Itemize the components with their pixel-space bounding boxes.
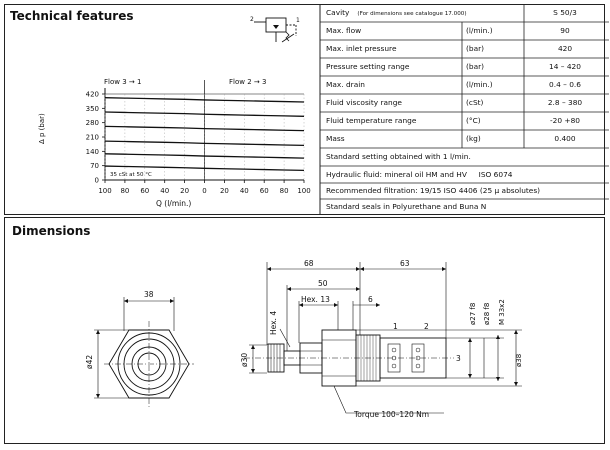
x-tick-label: 40	[240, 187, 249, 195]
spec-label: Max. inlet pressure	[326, 44, 397, 53]
spec-label: Pressure setting range	[326, 62, 410, 71]
dim-6-label: 6	[368, 295, 373, 304]
spec-table: Cavity (For dimensions see catalogue 17.0…	[320, 4, 609, 214]
x-tick-label: 80	[280, 187, 289, 195]
spec-label: Max. flow	[326, 26, 362, 35]
dim-38b-label: ø38	[515, 354, 523, 367]
spec-row-pressure-setting-range: Pressure setting range (bar) 14 – 420	[320, 58, 609, 76]
y-tick-label: 420	[86, 91, 99, 99]
note-text: Recommended filtration: 19/15 ISO 4406 (…	[326, 186, 541, 195]
flow-right-label: Flow 2 → 3	[229, 78, 266, 86]
spec-value: 420	[557, 44, 573, 53]
viscosity-note: 35 cSt at 50 °C	[110, 172, 152, 178]
spec-row-cavity: Cavity (For dimensions see catalogue 17.0…	[320, 4, 609, 22]
x-tick-label: 20	[180, 187, 189, 195]
x-tick-label: 100	[297, 187, 310, 195]
spec-row-max-inlet-pressure: Max. inlet pressure (bar) 420	[320, 40, 609, 58]
symbol-port-2: 2	[250, 16, 254, 23]
y-tick-label: 210	[86, 134, 99, 142]
hex-13-label: Hex. 13	[301, 295, 330, 304]
y-axis-label: Δ p (bar)	[38, 113, 46, 144]
spec-row-max-drain: Max. drain (l/min.) 0.4 – 0.6	[320, 76, 609, 94]
series-line-2	[104, 111, 305, 117]
note-filtration: Recommended filtration: 19/15 ISO 4406 (…	[320, 183, 609, 199]
x-tick-label: 20	[220, 187, 229, 195]
spec-row-temperature: Fluid temperature range (°C) -20 +80	[320, 112, 609, 130]
y-tick-label: 140	[86, 148, 99, 156]
note-text: Standard seals in Polyurethane and Buna …	[326, 202, 487, 211]
note-seals: Standard seals in Polyurethane and Buna …	[320, 199, 609, 214]
spec-unit: (cSt)	[466, 98, 484, 107]
y-tick-label: 0	[95, 177, 99, 185]
hex-4-label: Hex. 4	[269, 311, 278, 335]
symbol-port-1: 1	[296, 17, 300, 24]
spec-label: Max. drain	[326, 80, 365, 89]
dimensions-section: Dimensions 38 ø42 68 63 50 Hex. 13 6 Hex…	[4, 217, 605, 444]
flow-left-label: Flow 3 → 1	[104, 78, 141, 86]
spec-label: Fluid viscosity range	[326, 98, 402, 107]
spec-unit: (°C)	[466, 116, 481, 125]
spec-value: 2.8 – 380	[547, 98, 583, 107]
note-standard-setting: Standard setting obtained with 1 l/min.	[320, 148, 609, 166]
spec-label: Mass	[326, 134, 345, 143]
dim-63-label: 63	[400, 259, 410, 268]
spec-value: S 50/3	[553, 8, 577, 17]
x-tick-label: 100	[98, 187, 111, 195]
series-line-6	[104, 165, 305, 172]
spec-note: (For dimensions see catalogue 17.000)	[357, 11, 467, 17]
port-3-label: 3	[456, 354, 461, 363]
spec-row-max-flow: Max. flow (l/min.) 90	[320, 22, 609, 40]
dim-38-label: 38	[144, 290, 154, 299]
y-tick-label: 280	[86, 119, 99, 127]
port-2-label: 2	[424, 322, 429, 331]
spec-value: 90	[560, 26, 570, 35]
dimensions-title: Dimensions	[12, 224, 90, 238]
technical-section-frame	[4, 4, 605, 215]
dim-28-label: ø28 f8	[483, 303, 491, 325]
y-tick-label: 350	[86, 105, 99, 113]
note-hydraulic-fluid: Hydraulic fluid: mineral oil HM and HV I…	[320, 166, 609, 183]
spec-value: -20 +80	[549, 116, 581, 125]
note-text: Hydraulic fluid: mineral oil HM and HV I…	[326, 170, 513, 179]
spec-unit: (kg)	[466, 134, 481, 143]
series-line-1	[104, 97, 305, 103]
pressure-flow-chart: 420 350 280 210 140 70 0 100 80 60 40 20 0 20 40 60 80 1…	[38, 78, 311, 208]
dim-42-label: ø42	[85, 355, 94, 369]
series-line-3	[104, 125, 305, 132]
port-1-label: 1	[393, 322, 398, 331]
x-tick-label: 80	[120, 187, 129, 195]
spec-unit: (bar)	[466, 62, 485, 71]
dim-27-label: ø27 f8	[469, 303, 477, 325]
dim-68-label: 68	[304, 259, 314, 268]
front-view	[94, 297, 194, 407]
torque-label: Torque 100–120 Nm	[353, 410, 429, 419]
series-line-5	[104, 153, 305, 159]
x-tick-label: 60	[260, 187, 269, 195]
spec-value: 0.400	[554, 134, 576, 143]
x-tick-label: 0	[202, 187, 206, 195]
valve-symbol: 2 1	[250, 16, 300, 43]
spec-row-viscosity: Fluid viscosity range (cSt) 2.8 – 380	[320, 94, 609, 112]
x-tick-label: 60	[140, 187, 149, 195]
dim-30-label: ø30	[240, 353, 249, 367]
spec-value: 0.4 – 0.6	[549, 80, 581, 89]
spec-row-mass: Mass (kg) 0.400	[320, 130, 609, 148]
note-text: Standard setting obtained with 1 l/min.	[326, 152, 471, 161]
series-line-4	[104, 140, 305, 147]
side-view	[244, 262, 522, 414]
m33-label: M 33x2	[498, 299, 506, 325]
y-tick-label: 70	[90, 162, 99, 170]
x-tick-label: 40	[160, 187, 169, 195]
spec-label: Cavity	[326, 8, 350, 17]
spec-unit: (l/min.)	[466, 26, 493, 35]
technical-features-title: Technical features	[10, 9, 134, 23]
dim-50-label: 50	[318, 279, 328, 288]
spec-table-grid	[320, 4, 609, 200]
spec-label: Fluid temperature range	[326, 116, 417, 125]
x-axis-label: Q (l/min.)	[156, 199, 191, 208]
spec-unit: (l/min.)	[466, 80, 493, 89]
spec-value: 14 – 420	[549, 62, 581, 71]
spec-unit: (bar)	[466, 44, 485, 53]
